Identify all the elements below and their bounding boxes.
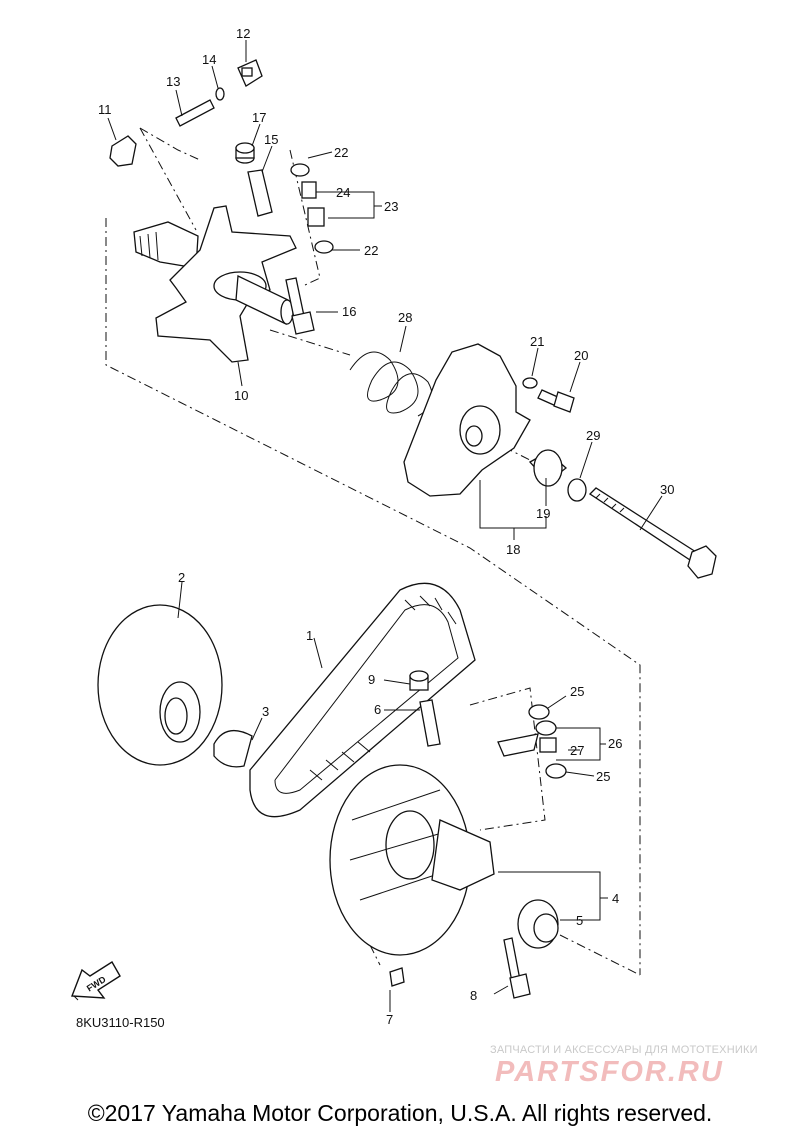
callout-3: 3 bbox=[262, 704, 269, 719]
part-29-washer bbox=[567, 478, 587, 502]
callout-27: 27 bbox=[570, 743, 584, 758]
callout-21: 21 bbox=[530, 334, 544, 349]
part-15-sleeve bbox=[247, 169, 273, 217]
callout-12: 12 bbox=[236, 26, 250, 41]
callout-18: 18 bbox=[506, 542, 520, 557]
callout-16: 16 bbox=[342, 304, 356, 319]
fwd-arrow-icon: FWD bbox=[71, 961, 121, 1001]
callout-29: 29 bbox=[586, 428, 600, 443]
callout-19: 19 bbox=[536, 506, 550, 521]
callout-8: 8 bbox=[470, 988, 477, 1003]
part-6-sleeve bbox=[419, 699, 441, 747]
callout-9: 9 bbox=[368, 672, 375, 687]
watermark-logo: PARTSFOR.RU bbox=[495, 1056, 724, 1088]
part-9-nut bbox=[409, 670, 429, 691]
callout-26: 26 bbox=[608, 736, 622, 751]
part-7-plug bbox=[389, 967, 405, 987]
callout-13: 13 bbox=[166, 74, 180, 89]
callout-5: 5 bbox=[576, 913, 583, 928]
part-14-ring bbox=[215, 87, 225, 101]
callout-11: 11 bbox=[98, 102, 112, 117]
part-11-bracket bbox=[109, 135, 137, 167]
part-8-bolt bbox=[503, 937, 531, 999]
watermark-tagline: ЗАПЧАСТИ И АКСЕССУАРЫ ДЛЯ МОТОТЕХНИКИ bbox=[490, 1044, 758, 1056]
part-4-housing bbox=[329, 764, 495, 956]
callout-1: 1 bbox=[306, 628, 313, 643]
part-20-bolt bbox=[537, 389, 575, 413]
part-21-washer bbox=[522, 377, 538, 389]
part-1-belt bbox=[249, 582, 476, 818]
callout-6: 6 bbox=[374, 702, 381, 717]
callout-4: 4 bbox=[612, 891, 619, 906]
parts-22-24-bushings bbox=[290, 163, 334, 254]
upper-frame-lines bbox=[105, 127, 641, 976]
callout-30: 30 bbox=[660, 482, 674, 497]
part-28-spring bbox=[349, 351, 433, 417]
part-13-pin bbox=[175, 99, 215, 127]
part-10-spider bbox=[133, 205, 297, 363]
part-16-bolt bbox=[285, 277, 315, 335]
part-5-bushing bbox=[517, 899, 559, 949]
diagram-code: 8KU3110-R150 bbox=[76, 1015, 165, 1030]
part-19-bushing bbox=[528, 449, 568, 487]
callout-20: 20 bbox=[574, 348, 588, 363]
part-12-clip bbox=[237, 59, 263, 87]
callout-labels: 1 2 3 4 5 6 7 8 9 10 11 12 13 14 15 16 1… bbox=[98, 26, 674, 1027]
callout-2: 2 bbox=[178, 570, 185, 585]
callout-25-top: 25 bbox=[570, 684, 584, 699]
callout-23: 23 bbox=[384, 199, 398, 214]
callout-25-bottom: 25 bbox=[596, 769, 610, 784]
callout-22-bottom: 22 bbox=[364, 243, 378, 258]
callout-22-top: 22 bbox=[334, 145, 348, 160]
callout-24: 24 bbox=[336, 185, 350, 200]
part-30-bolt bbox=[588, 487, 717, 579]
callout-7: 7 bbox=[386, 1012, 393, 1027]
callout-17: 17 bbox=[252, 110, 266, 125]
parts-25-27-weights bbox=[497, 704, 567, 779]
part-18-cover bbox=[403, 343, 531, 497]
callout-14: 14 bbox=[202, 52, 216, 67]
part-17-nut bbox=[235, 142, 255, 164]
callout-28: 28 bbox=[398, 310, 412, 325]
callout-15: 15 bbox=[264, 132, 278, 147]
part-3-slider bbox=[213, 729, 253, 768]
callout-10: 10 bbox=[234, 388, 248, 403]
copyright-notice: ©2017 Yamaha Motor Corporation, U.S.A. A… bbox=[87, 1100, 713, 1126]
part-2-sheave bbox=[97, 604, 223, 766]
leader-lines bbox=[107, 40, 663, 1012]
